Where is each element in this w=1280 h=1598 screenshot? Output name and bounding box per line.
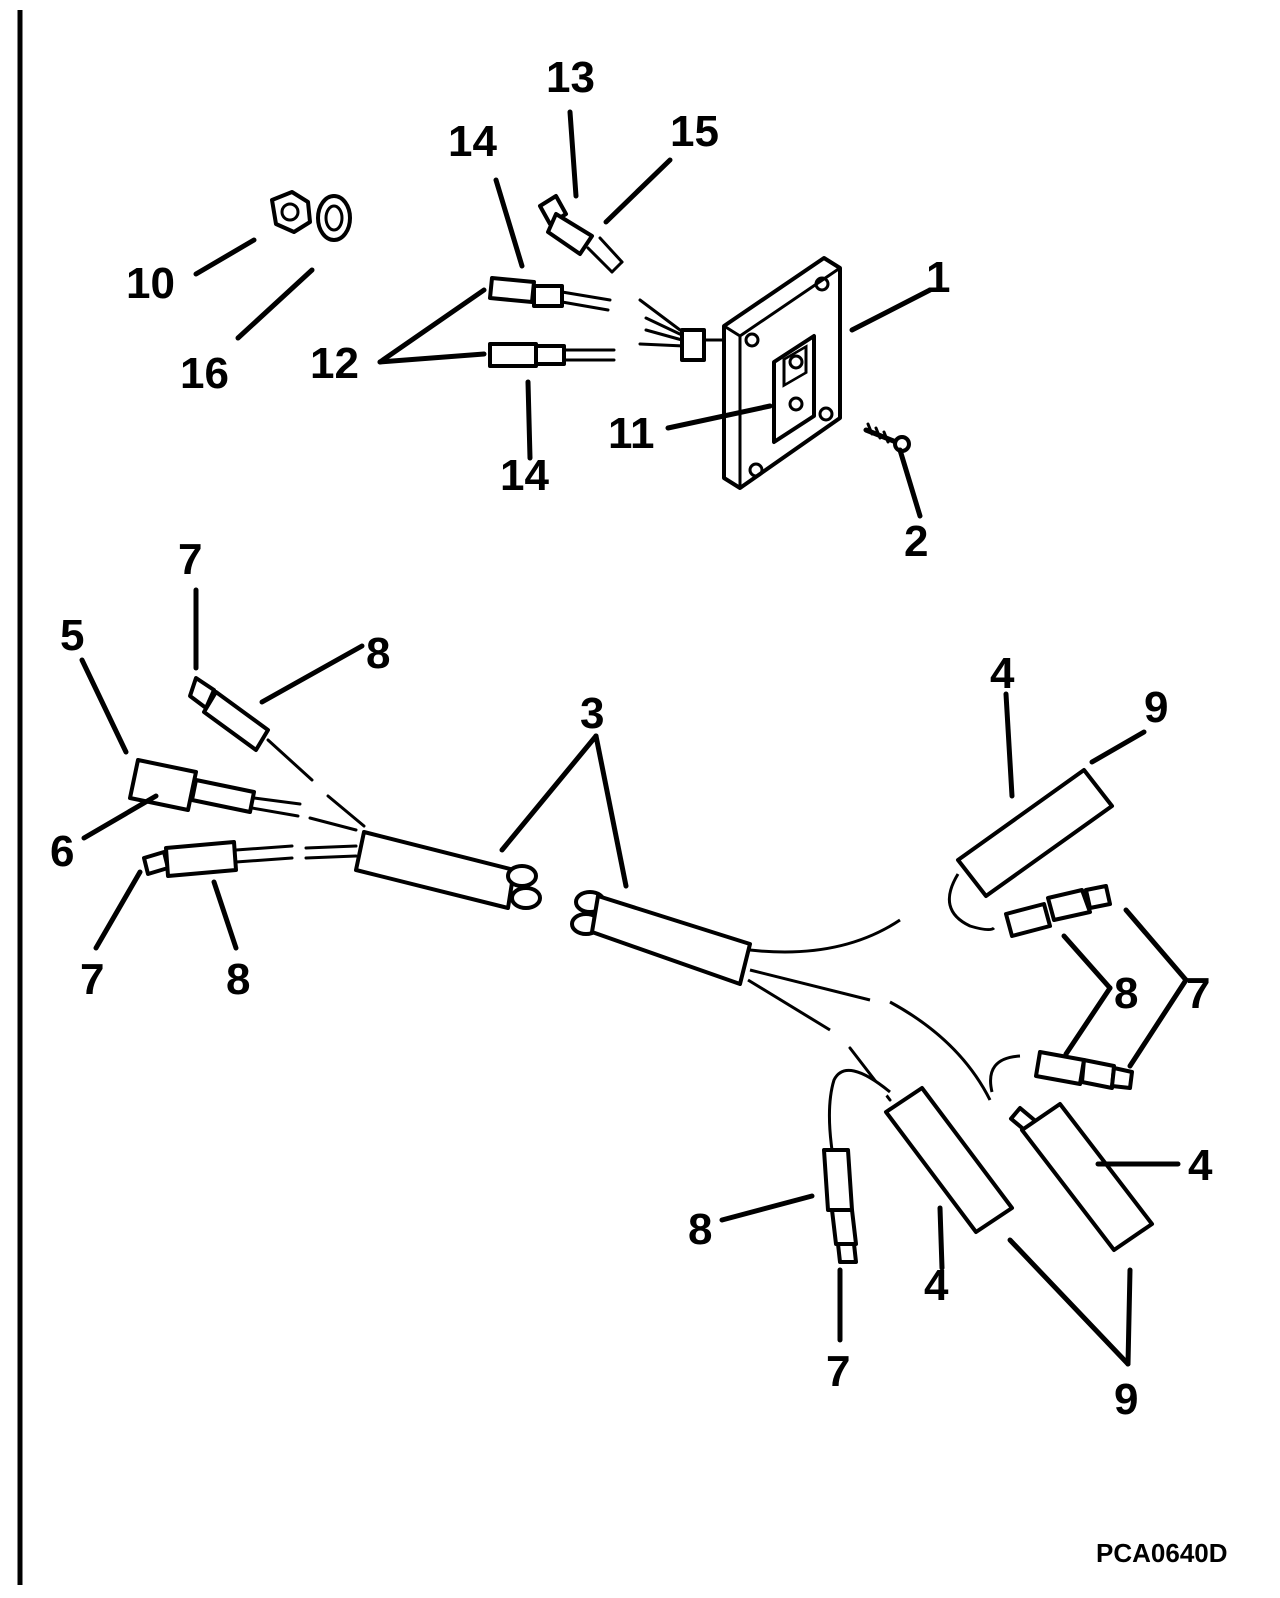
callout-12: 12 — [310, 339, 359, 388]
callout-3: 3 — [580, 689, 604, 738]
connector-right-upper — [1004, 884, 1112, 938]
callout-11: 11 — [608, 409, 655, 458]
callout-7-left: 7 — [80, 955, 104, 1004]
callout-8-top: 8 — [366, 629, 390, 678]
plate-wire-stubs — [638, 298, 726, 362]
callout-8-right: 8 — [1114, 969, 1138, 1018]
bullet-connector-upper — [488, 276, 612, 312]
screw-part — [863, 422, 911, 453]
callout-9-top: 9 — [1144, 683, 1168, 732]
callout-7-right: 7 — [1186, 969, 1210, 1018]
callout-10: 10 — [126, 259, 175, 308]
connector-13-15 — [538, 194, 624, 274]
washer-part — [316, 194, 352, 242]
harness-cable-right — [570, 890, 992, 1101]
callout-8-bottom: 8 — [688, 1205, 712, 1254]
callout-labels: 13 15 14 10 16 12 14 1 11 2 7 8 5 6 7 8 … — [50, 53, 1213, 1424]
switch-plate-part — [722, 256, 842, 490]
callout-4-middle: 4 — [924, 1261, 949, 1310]
connector-right-middle — [989, 1050, 1134, 1093]
sleeve-lower-middle — [848, 1046, 1014, 1234]
connector-left-lower — [142, 840, 358, 878]
switch-panel-assembly — [270, 190, 911, 490]
callout-8-left: 8 — [226, 955, 250, 1004]
callout-14-bottom: 14 — [500, 451, 549, 500]
callout-9-bottom: 9 — [1114, 1375, 1138, 1424]
callout-5: 5 — [60, 611, 84, 660]
bullet-connector-lower — [488, 342, 616, 368]
callout-7-bottom: 7 — [826, 1347, 850, 1396]
callout-6: 6 — [50, 827, 74, 876]
leader-lines — [79, 109, 1189, 1367]
harness-cable-left — [354, 830, 542, 910]
callout-13: 13 — [546, 53, 595, 102]
callout-4-right: 4 — [1188, 1141, 1213, 1190]
drawing-code: PCA0640D — [1096, 1538, 1228, 1568]
wiring-harness — [128, 676, 1154, 1264]
nut-part — [270, 190, 312, 234]
connector-5-6 — [128, 758, 358, 832]
sleeve-upper-right — [948, 768, 1114, 932]
connector-left-upper — [188, 676, 366, 828]
callout-2: 2 — [904, 517, 928, 566]
connector-bottom — [822, 1069, 891, 1264]
callout-7-top: 7 — [178, 535, 202, 584]
callout-1: 1 — [926, 253, 950, 302]
callout-16: 16 — [180, 349, 229, 398]
callout-15: 15 — [670, 107, 719, 156]
callout-14-top: 14 — [448, 117, 497, 166]
callout-4-top: 4 — [990, 649, 1015, 698]
sleeve-lower-right — [1009, 1102, 1154, 1252]
